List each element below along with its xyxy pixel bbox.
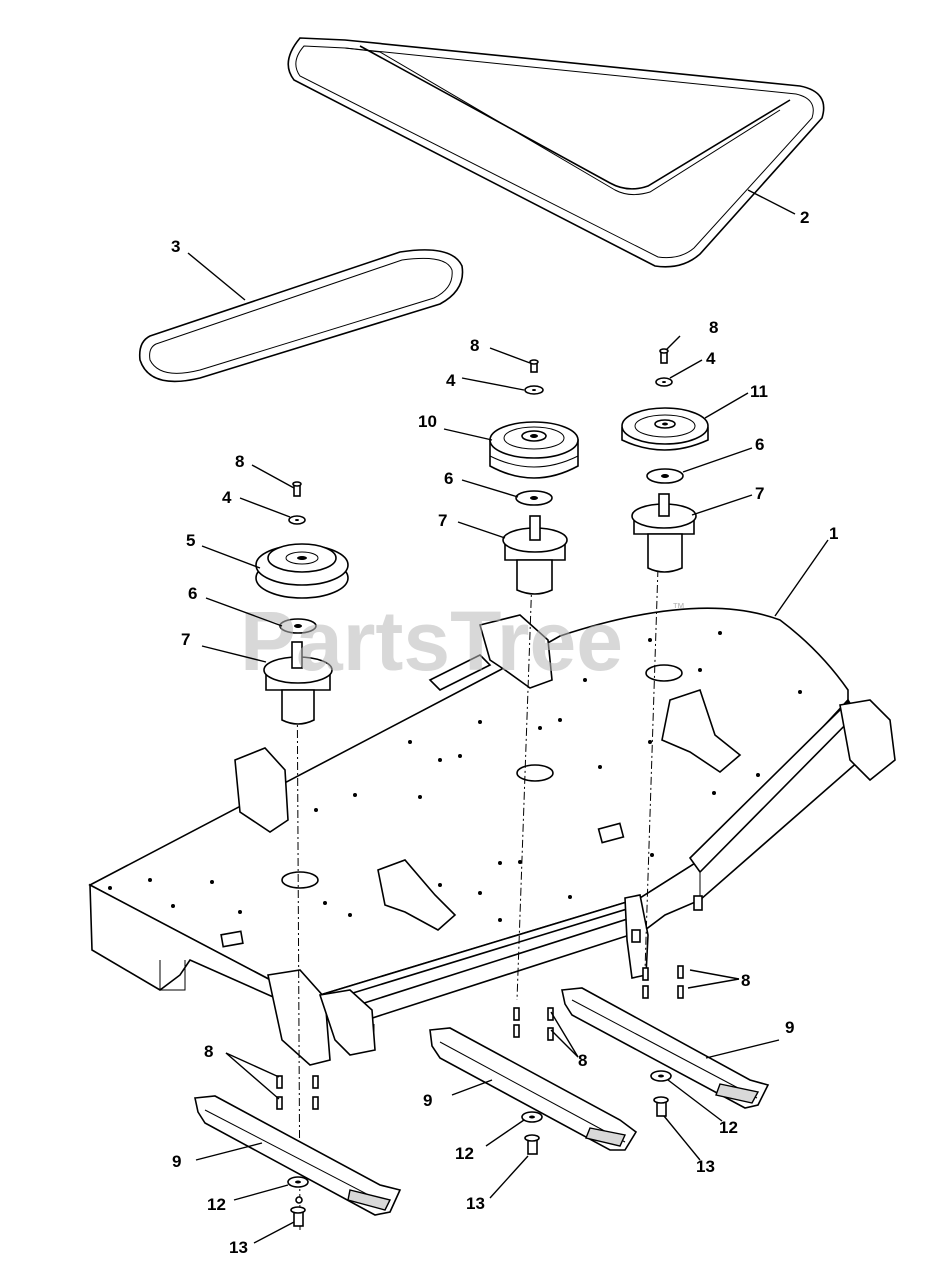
callout-8: 8	[204, 1042, 213, 1061]
callouts: 1 2 3 4 4 4 5 6 6 6 7 7 7 8 8 8 8 8 8 9 …	[171, 208, 838, 1257]
callout-12: 12	[207, 1195, 226, 1214]
callout-4: 4	[222, 488, 232, 507]
callout-13: 13	[229, 1238, 248, 1257]
callout-11: 11	[750, 382, 768, 401]
callout-7: 7	[438, 511, 447, 530]
callout-6: 6	[755, 435, 764, 454]
callout-2: 2	[800, 208, 809, 227]
mower-deck	[88, 607, 896, 1066]
callout-5: 5	[186, 531, 195, 550]
callout-8: 8	[709, 318, 718, 337]
watermark: PartsTree	[240, 594, 623, 688]
belt-2	[287, 37, 825, 268]
callout-9: 9	[423, 1091, 432, 1110]
callout-8: 8	[578, 1051, 587, 1070]
belt-3	[138, 249, 464, 383]
callout-4: 4	[446, 371, 456, 390]
callout-6: 6	[188, 584, 197, 603]
callout-13: 13	[696, 1157, 715, 1176]
lower-bolts	[276, 965, 684, 1110]
leader-lines	[187, 189, 829, 1244]
callout-1: 1	[829, 524, 838, 543]
callout-12: 12	[455, 1144, 474, 1163]
callout-13: 13	[466, 1194, 485, 1213]
right-spindle-stack	[621, 348, 709, 573]
callout-8: 8	[235, 452, 244, 471]
blade-left	[194, 1095, 402, 1216]
callout-6: 6	[444, 469, 453, 488]
callout-10: 10	[418, 412, 437, 431]
blade-right	[561, 987, 770, 1109]
callout-7: 7	[755, 484, 764, 503]
deck-holes	[108, 631, 802, 922]
callout-4: 4	[706, 349, 716, 368]
axis-right	[644, 504, 661, 971]
callout-9: 9	[785, 1018, 794, 1037]
center-spindle-stack	[489, 359, 579, 595]
callout-8: 8	[741, 971, 750, 990]
blade-center	[429, 1027, 638, 1151]
washers-and-bolts	[287, 1070, 672, 1227]
callout-12: 12	[719, 1118, 738, 1137]
callout-7: 7	[181, 630, 190, 649]
axis-center	[516, 519, 535, 1001]
callout-9: 9	[172, 1152, 181, 1171]
left-spindle-stack	[255, 481, 349, 725]
watermark-trademark: ™	[672, 600, 685, 615]
callout-3: 3	[171, 237, 180, 256]
callout-8: 8	[470, 336, 479, 355]
axis-left	[296, 649, 301, 1231]
